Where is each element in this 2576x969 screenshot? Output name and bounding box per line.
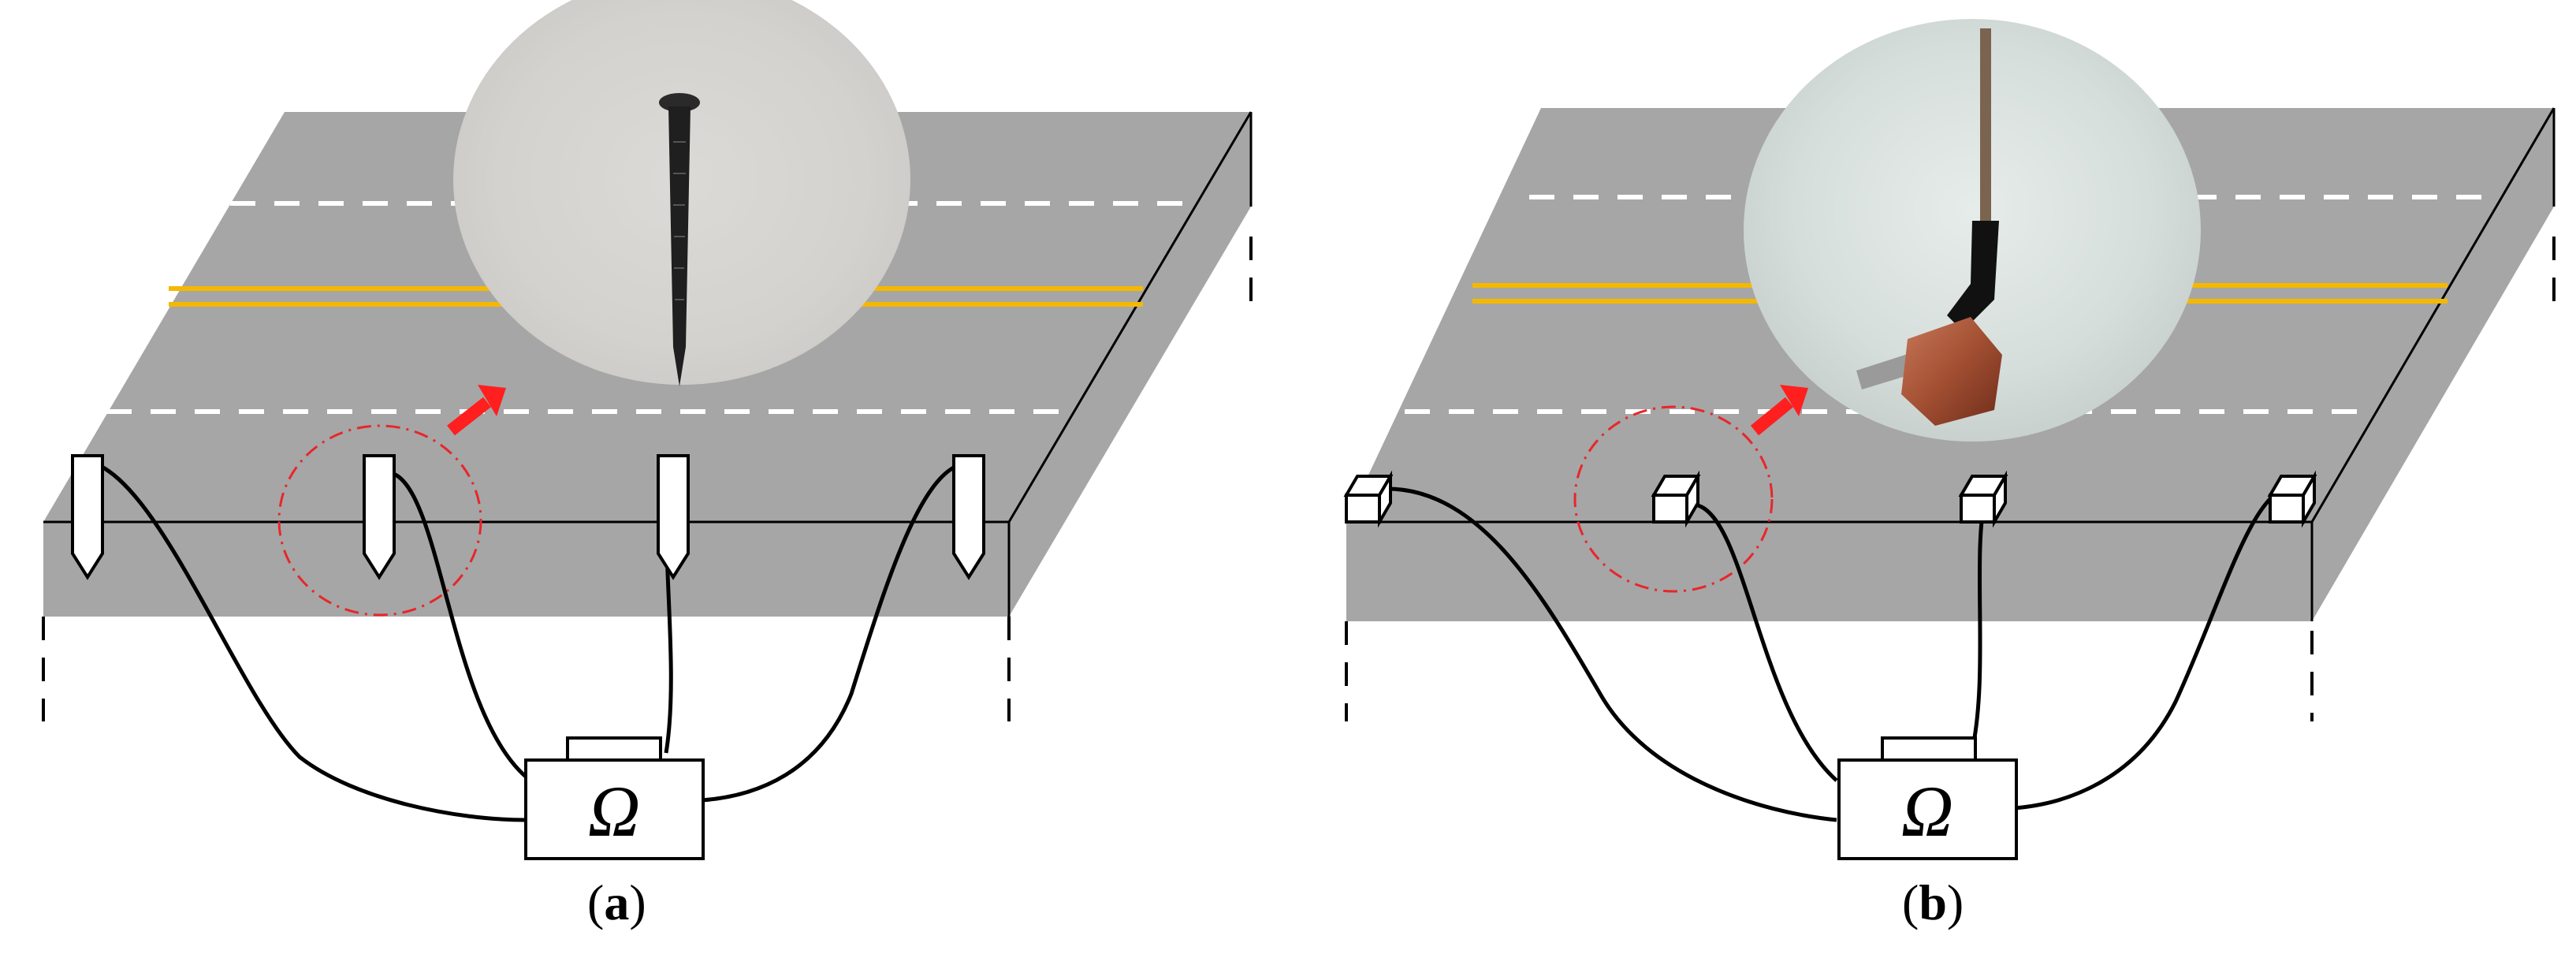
panel-a: Ω	[42, 0, 1253, 860]
ohmmeter: Ω	[524, 736, 705, 860]
copper-electrode-icon	[1856, 28, 2002, 426]
copper-electrode-photo-inset	[1744, 19, 2201, 442]
road-side-face	[2312, 108, 2554, 621]
road-front-face	[1346, 522, 2312, 621]
nail-icon	[659, 93, 700, 386]
road-front-face	[43, 522, 1009, 617]
caption-letter: b	[1919, 874, 1947, 930]
broken-edge-marks	[1345, 237, 2556, 721]
panel-b: Ω	[1343, 19, 2556, 860]
nail-electrode	[71, 454, 104, 580]
caption-letter: a	[604, 874, 630, 930]
ohmmeter: Ω	[1837, 736, 2018, 860]
wires	[1387, 486, 2295, 822]
block-electrode	[1651, 470, 1701, 528]
pointer-arrow	[447, 385, 506, 436]
block-electrode	[1958, 470, 2008, 528]
highlight-circle	[1573, 405, 1774, 593]
nail-electrode	[363, 454, 396, 580]
road-side-face	[1009, 112, 1251, 617]
caption-open-paren: (	[1902, 874, 1919, 930]
pointer-arrow	[1750, 385, 1808, 436]
caption-close-paren: )	[1946, 874, 1964, 930]
caption-b: (b)	[1902, 874, 1964, 932]
ohm-symbol: Ω	[1901, 771, 1954, 852]
nail-electrode	[952, 454, 985, 580]
ohm-symbol: Ω	[588, 771, 641, 852]
nail-photo-inset	[453, 0, 910, 386]
slab-edges	[43, 111, 1253, 617]
wires	[86, 459, 983, 822]
caption-close-paren: )	[629, 874, 646, 930]
slab-edges	[1346, 107, 2556, 621]
block-electrode	[1343, 470, 1394, 528]
caption-open-paren: (	[587, 874, 605, 930]
caption-a: (a)	[587, 874, 646, 932]
broken-edge-marks	[42, 237, 1253, 721]
block-electrode	[2267, 470, 2317, 528]
nail-electrode	[657, 454, 690, 580]
highlight-circle	[277, 424, 482, 617]
